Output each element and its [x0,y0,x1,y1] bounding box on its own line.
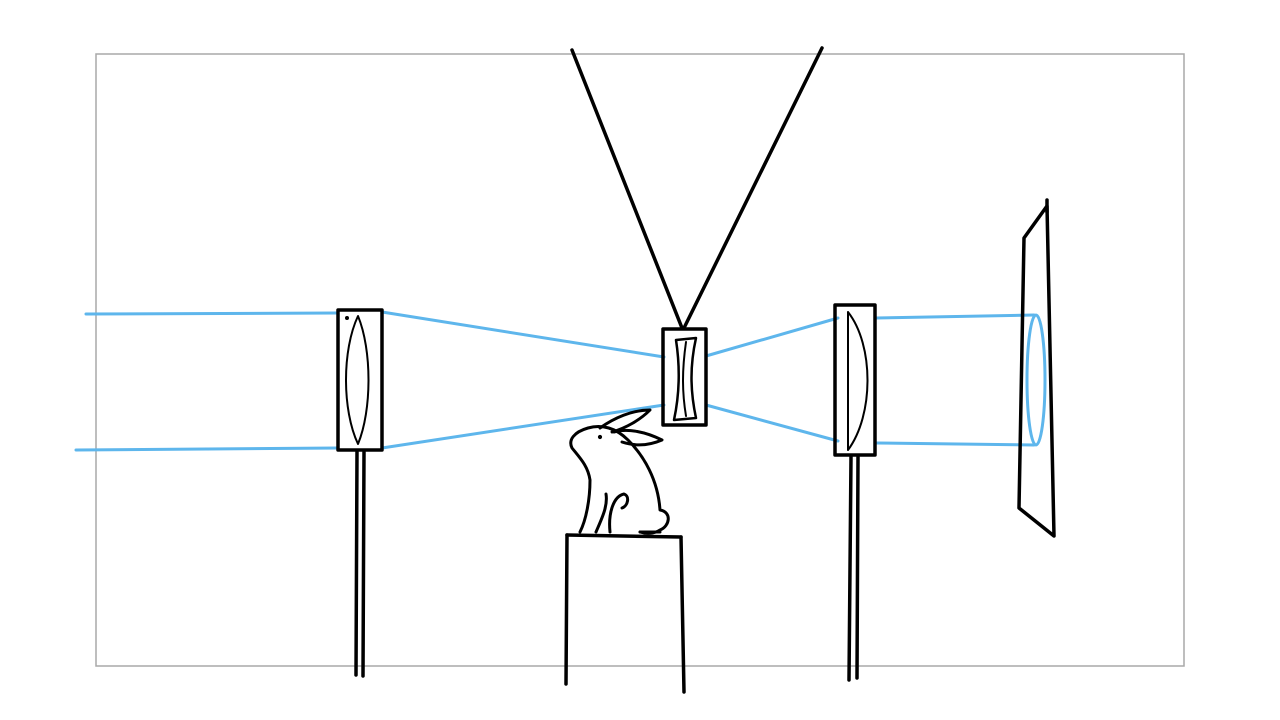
ray-top-converging [380,310,666,359]
rabbit-ear-front [598,408,652,434]
pedestal-right-leg [679,535,686,694]
screen-panel [1017,204,1056,538]
ray-bottom-diverging [704,403,840,443]
frame-border [95,53,1185,667]
ray-bottom-outgoing [874,441,1036,447]
lens-left-stand [354,450,366,678]
lens-center-holder [661,327,708,427]
ray-bottom-incoming [74,446,340,452]
rabbit-ear-back [612,428,664,447]
ray-top-incoming [84,311,340,316]
light-beam-rays [74,310,1047,452]
lens-left-holder [336,308,384,452]
rabbit-front-leg [594,492,608,534]
ray-top-outgoing [874,313,1036,320]
suspension-lines [570,46,824,330]
rabbit-observer [569,408,670,535]
lens-right-stand [847,455,860,682]
lens-left-dot [345,316,349,320]
pedestal-left-leg [564,533,569,686]
lens-right-holder [833,303,877,457]
suspension-line-right [682,46,824,330]
rabbit-eye [597,434,603,440]
ray-top-diverging [704,316,840,358]
projection-screen [1017,198,1056,538]
lens-right-glass [847,311,869,451]
suspension-line-left [570,48,684,330]
lens-center-inner-edge [682,341,687,417]
ray-bottom-converging [380,403,666,450]
rabbit-body [569,425,670,535]
pedestal-top [565,533,683,539]
pedestal [564,533,686,694]
rabbit-haunch [608,492,630,534]
diverging-lens-center [661,327,708,427]
lens-left-glass [345,315,370,445]
beam-spot-on-screen [1025,313,1047,447]
converging-lens-right [833,303,877,682]
lens-center-glass [672,336,698,422]
converging-lens-left [336,308,384,678]
